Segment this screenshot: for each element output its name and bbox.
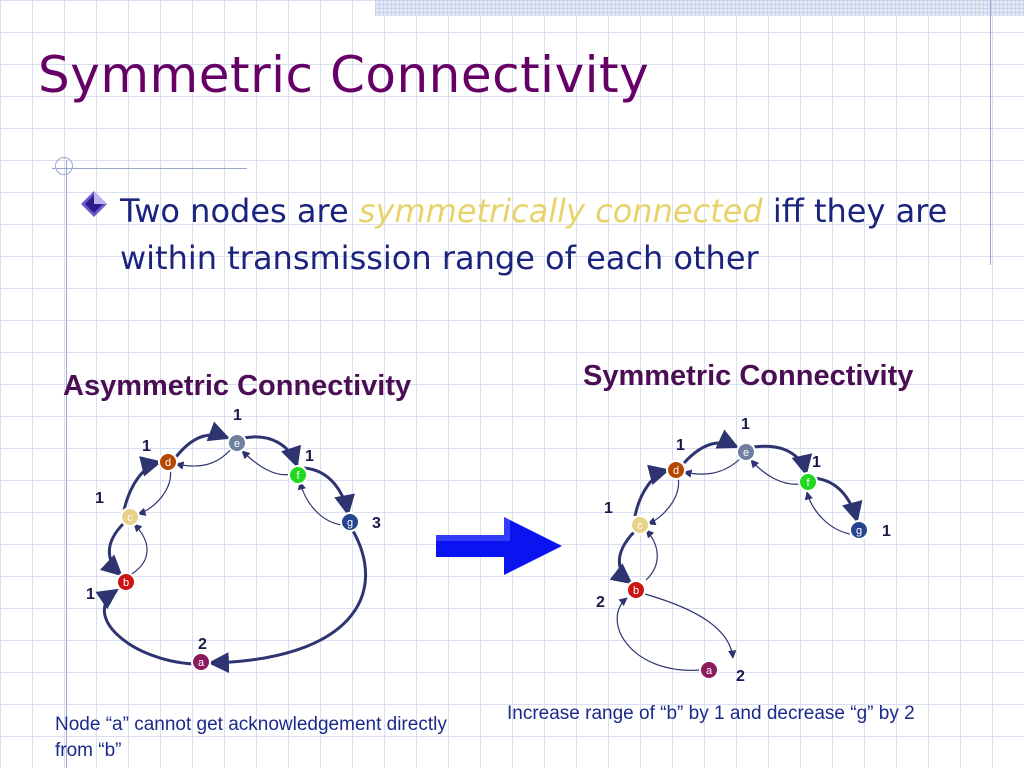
- range-b: 1: [86, 586, 95, 603]
- edge-a-b: [95, 588, 194, 666]
- right-node-f: f: [798, 472, 818, 492]
- range-f: 1: [305, 448, 314, 465]
- edge-f-e: [241, 450, 293, 476]
- range-d: 1: [676, 437, 685, 454]
- edge-e-d: [175, 447, 233, 470]
- edge-c-b: [99, 521, 126, 577]
- right-node-b: b: [626, 580, 646, 600]
- node-label: f: [296, 470, 300, 482]
- left-node-b: b: [116, 572, 136, 592]
- node-label: b: [633, 585, 639, 597]
- node-label: c: [637, 520, 643, 532]
- range-d: 1: [142, 438, 151, 455]
- bullet-highlight: symmetrically connected: [358, 192, 763, 230]
- range-b: 2: [596, 594, 605, 611]
- left-node-c: c: [120, 507, 140, 527]
- range-e: 1: [233, 407, 242, 424]
- right-diagram-heading: Symmetric Connectivity: [583, 360, 914, 392]
- right-node-e: e: [736, 442, 756, 462]
- node-label: c: [127, 512, 133, 524]
- range-e: 1: [741, 416, 750, 433]
- right-node-a: a: [699, 660, 719, 680]
- edge-g-a: [207, 528, 368, 674]
- edge-e-d: [683, 457, 742, 478]
- range-c: 1: [95, 490, 104, 507]
- right-node-d: d: [666, 460, 686, 480]
- right-diagram-caption: Increase range of “b” by 1 and decrease …: [507, 703, 915, 724]
- range-a: 2: [198, 636, 207, 653]
- diamond-bullet-icon: [81, 191, 107, 217]
- edge-g-f: [804, 491, 851, 535]
- bullet-text: Two nodes are symmetrically connected if…: [120, 188, 950, 282]
- right-node-c: c: [630, 515, 650, 535]
- left-node-d: d: [158, 452, 178, 472]
- node-label: e: [743, 447, 749, 459]
- edge-a-b: [616, 597, 701, 671]
- node-label: g: [347, 517, 353, 529]
- bullet-suffix: iff they are within transmission range o…: [120, 192, 948, 277]
- node-label: b: [123, 577, 129, 589]
- left-diagram-edges: [95, 421, 368, 674]
- edge-e-f: [243, 435, 301, 468]
- left-node-a: a: [191, 652, 211, 672]
- slide-title: Symmetric Connectivity: [38, 46, 650, 104]
- left-range-labels: 1 1 1 1 3 1 2: [86, 407, 381, 653]
- left-node-f: f: [288, 465, 308, 485]
- edge-f-g: [303, 466, 355, 517]
- range-a: 2: [736, 668, 745, 685]
- edge-g-f: [297, 481, 343, 526]
- decorative-ring: [55, 157, 73, 175]
- edge-b-c: [645, 529, 658, 581]
- edge-f-g: [812, 476, 863, 524]
- node-label: e: [234, 438, 240, 450]
- range-g: 1: [882, 523, 891, 540]
- edge-f-e: [750, 459, 801, 485]
- right-range-labels: 1 1 1 1 1 2 2: [596, 416, 891, 685]
- range-c: 1: [604, 500, 613, 517]
- right-decorative-line: [990, 0, 991, 265]
- edge-d-e: [174, 421, 230, 458]
- edge-d-e: [682, 429, 739, 465]
- node-label: a: [198, 657, 205, 669]
- node-label: g: [856, 525, 862, 537]
- right-arrow-icon: [436, 517, 562, 575]
- left-node-e: e: [227, 433, 247, 453]
- range-f: 1: [812, 454, 821, 471]
- edge-c-d: [633, 464, 671, 517]
- left-diagram-caption: Node “a” cannot get acknowledgement dire…: [55, 714, 447, 761]
- top-decorative-band: [375, 0, 1024, 16]
- edge-c-b: [609, 530, 636, 585]
- left-diagram-heading: Asymmetric Connectivity: [63, 370, 412, 402]
- right-node-g: g: [849, 520, 869, 540]
- node-label: a: [706, 665, 713, 677]
- left-horizontal-rule: [52, 168, 247, 169]
- edge-b-a: [644, 593, 737, 659]
- node-label: f: [806, 477, 810, 489]
- left-vertical-rule: [66, 160, 67, 768]
- edge-c-d: [122, 456, 163, 511]
- right-diagram-edges: [609, 429, 863, 671]
- left-node-g: g: [340, 512, 360, 532]
- edge-e-f: [753, 444, 813, 477]
- edge-b-c: [129, 523, 148, 576]
- node-label: d: [165, 457, 171, 469]
- edge-d-c: [647, 476, 680, 526]
- edge-d-c: [137, 467, 172, 516]
- node-label: d: [673, 465, 679, 477]
- bullet-prefix: Two nodes are: [120, 192, 359, 230]
- range-g: 3: [372, 515, 381, 532]
